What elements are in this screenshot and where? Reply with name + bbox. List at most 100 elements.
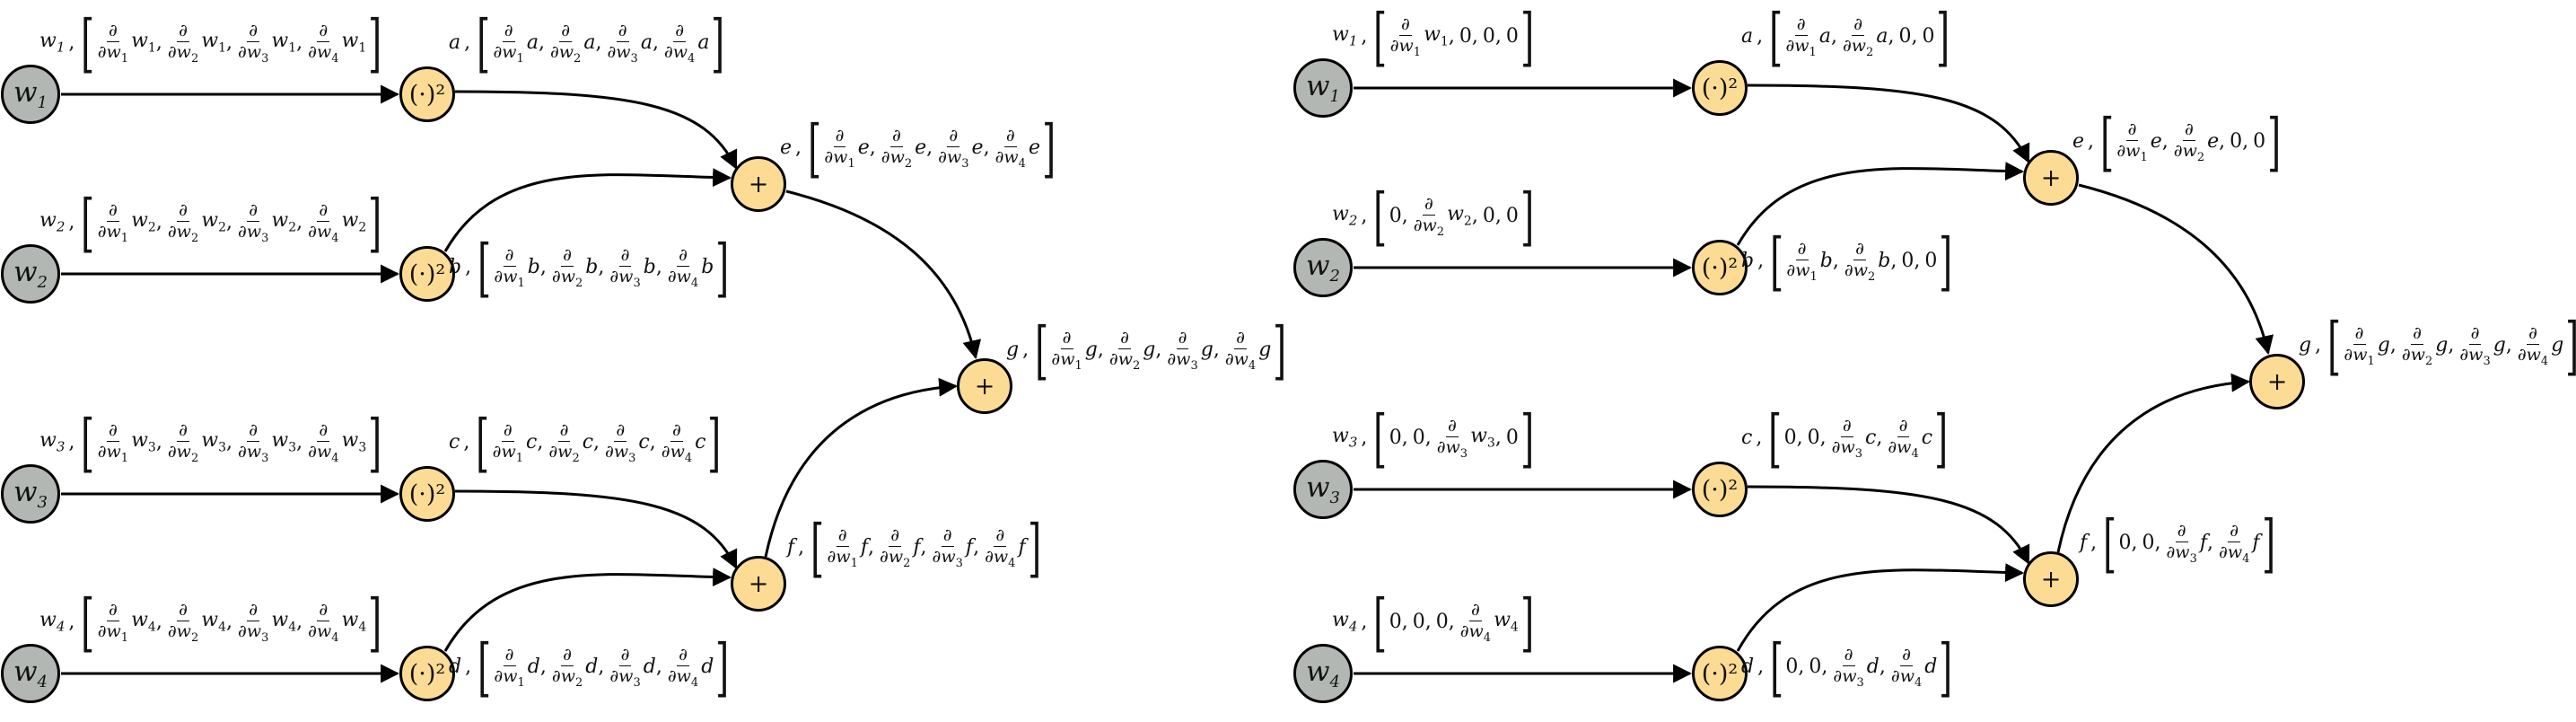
partial-symbol: ∂ (2517, 344, 2527, 365)
label-comma: , (68, 431, 75, 453)
left-bracket: [ (1770, 225, 1784, 298)
differentiated-variable: f (965, 535, 974, 559)
denominator-variable: w (836, 546, 851, 567)
partial-denominator: ∂w2 (168, 621, 198, 643)
entry-comma: , (2219, 130, 2226, 153)
denominator-subscript: 4 (690, 675, 699, 690)
differentiated-variable: b (643, 255, 656, 278)
label-comma: , (798, 536, 805, 559)
right-bracket: ] (368, 6, 382, 80)
partial-numerator: ∂ (317, 20, 330, 42)
label-comma: , (68, 211, 75, 233)
variable-name: f (787, 538, 794, 558)
partial-denominator: ∂w4 (2219, 542, 2250, 566)
plus-operator: + (748, 170, 769, 198)
entry-comma: , (1471, 205, 1478, 227)
partial-symbol: ∂ (2344, 344, 2353, 365)
gradient-zero: 0 (1922, 25, 1935, 48)
partial-numerator: ∂ (247, 20, 260, 42)
entry-comma: , (537, 431, 544, 453)
differentiated-variable: f (2252, 531, 2260, 554)
differentiated-subscript: 3 (288, 440, 297, 455)
denominator-subscript: 3 (2189, 551, 2197, 566)
denominator-subscript: 4 (2242, 551, 2250, 566)
denominator-subscript: 3 (1459, 446, 1468, 461)
partial-denominator: ∂w2 (548, 441, 579, 463)
entry-comma: , (983, 136, 990, 159)
entry-comma: , (1155, 339, 1162, 361)
differentiated-variable: g (1200, 338, 1214, 361)
partial-numerator: ∂ (836, 524, 849, 547)
entry-comma: , (1097, 339, 1104, 361)
gradient-zero: 0 (1924, 250, 1938, 272)
gradient-zero: 0 (1482, 25, 1495, 48)
partial-denominator: ∂w3 (938, 147, 968, 169)
partial-numerator: ∂ (503, 644, 516, 666)
entry-comma: , (2131, 532, 2138, 554)
denominator-variable: w (676, 266, 691, 286)
label-comma: , (795, 136, 802, 159)
partial-numerator: ∂ (1852, 13, 1865, 36)
entry-comma: , (868, 536, 874, 559)
partial-numerator: ∂ (1445, 415, 1459, 437)
entry-comma: , (869, 136, 876, 159)
denominator-variable: w (246, 441, 262, 462)
partial-numerator: ∂ (677, 244, 689, 267)
variable-base: e (2072, 130, 2085, 153)
input-node-w2: w2 (1293, 238, 1353, 297)
variable-name: c (449, 433, 460, 453)
partial-fraction: ∂∂w1 (824, 127, 855, 171)
denominator-subscript: 1 (847, 156, 855, 171)
differentiated-variable: w4 (131, 609, 156, 635)
differentiated-variable: b (1819, 249, 1833, 272)
node-subscript: 1 (37, 93, 48, 113)
right-bracket: ] (1520, 180, 1535, 253)
variable-name: g (1006, 340, 1019, 360)
denominator-variable: w (557, 441, 573, 462)
partial-denominator: ∂w2 (880, 547, 910, 568)
sum-node-g: + (2249, 354, 2305, 409)
partial-denominator: ∂w4 (668, 266, 698, 288)
node-text: w1 (1306, 69, 1340, 107)
variable-base: e (780, 136, 793, 159)
denominator-variable: w (2353, 344, 2368, 365)
differentiated-variable: b (527, 255, 540, 278)
partial-symbol: ∂ (1051, 348, 1061, 369)
label-comma: , (2315, 334, 2322, 357)
gradient-zero: 0 (1898, 25, 1912, 48)
denominator-subscript: 3 (261, 51, 269, 66)
partial-fraction: ∂∂w4 (308, 20, 338, 64)
partial-symbol: ∂ (237, 41, 247, 62)
partial-numerator: ∂ (1003, 125, 1017, 147)
partial-numerator: ∂ (502, 20, 515, 42)
label-comma: , (465, 656, 472, 678)
gradient-zero: 0 (1389, 427, 1402, 449)
partial-symbol: ∂ (97, 621, 107, 641)
denominator-variable: w (1398, 35, 1414, 56)
right-bracket: ] (368, 406, 382, 480)
input-node-w4: w4 (1, 644, 60, 703)
denominator-variable: w (1060, 348, 1075, 369)
partial-denominator: ∂w3 (1167, 349, 1197, 371)
label-comma: , (464, 31, 471, 54)
entry-comma: , (1213, 339, 1220, 361)
variable-subscript: 4 (1348, 618, 1358, 635)
partial-symbol: ∂ (1785, 35, 1795, 56)
denominator-subscript: 3 (630, 51, 638, 66)
partial-fraction: ∂∂w2 (2174, 120, 2204, 163)
differentiated-variable: w3 (201, 429, 226, 455)
variable-name: e (2072, 132, 2084, 152)
differentiated-variable: w3 (131, 429, 156, 455)
entry-comma: , (1888, 25, 1895, 48)
entry-comma: , (155, 31, 162, 54)
edge-c-to-f (454, 489, 738, 569)
label-comma: , (1361, 611, 1368, 633)
